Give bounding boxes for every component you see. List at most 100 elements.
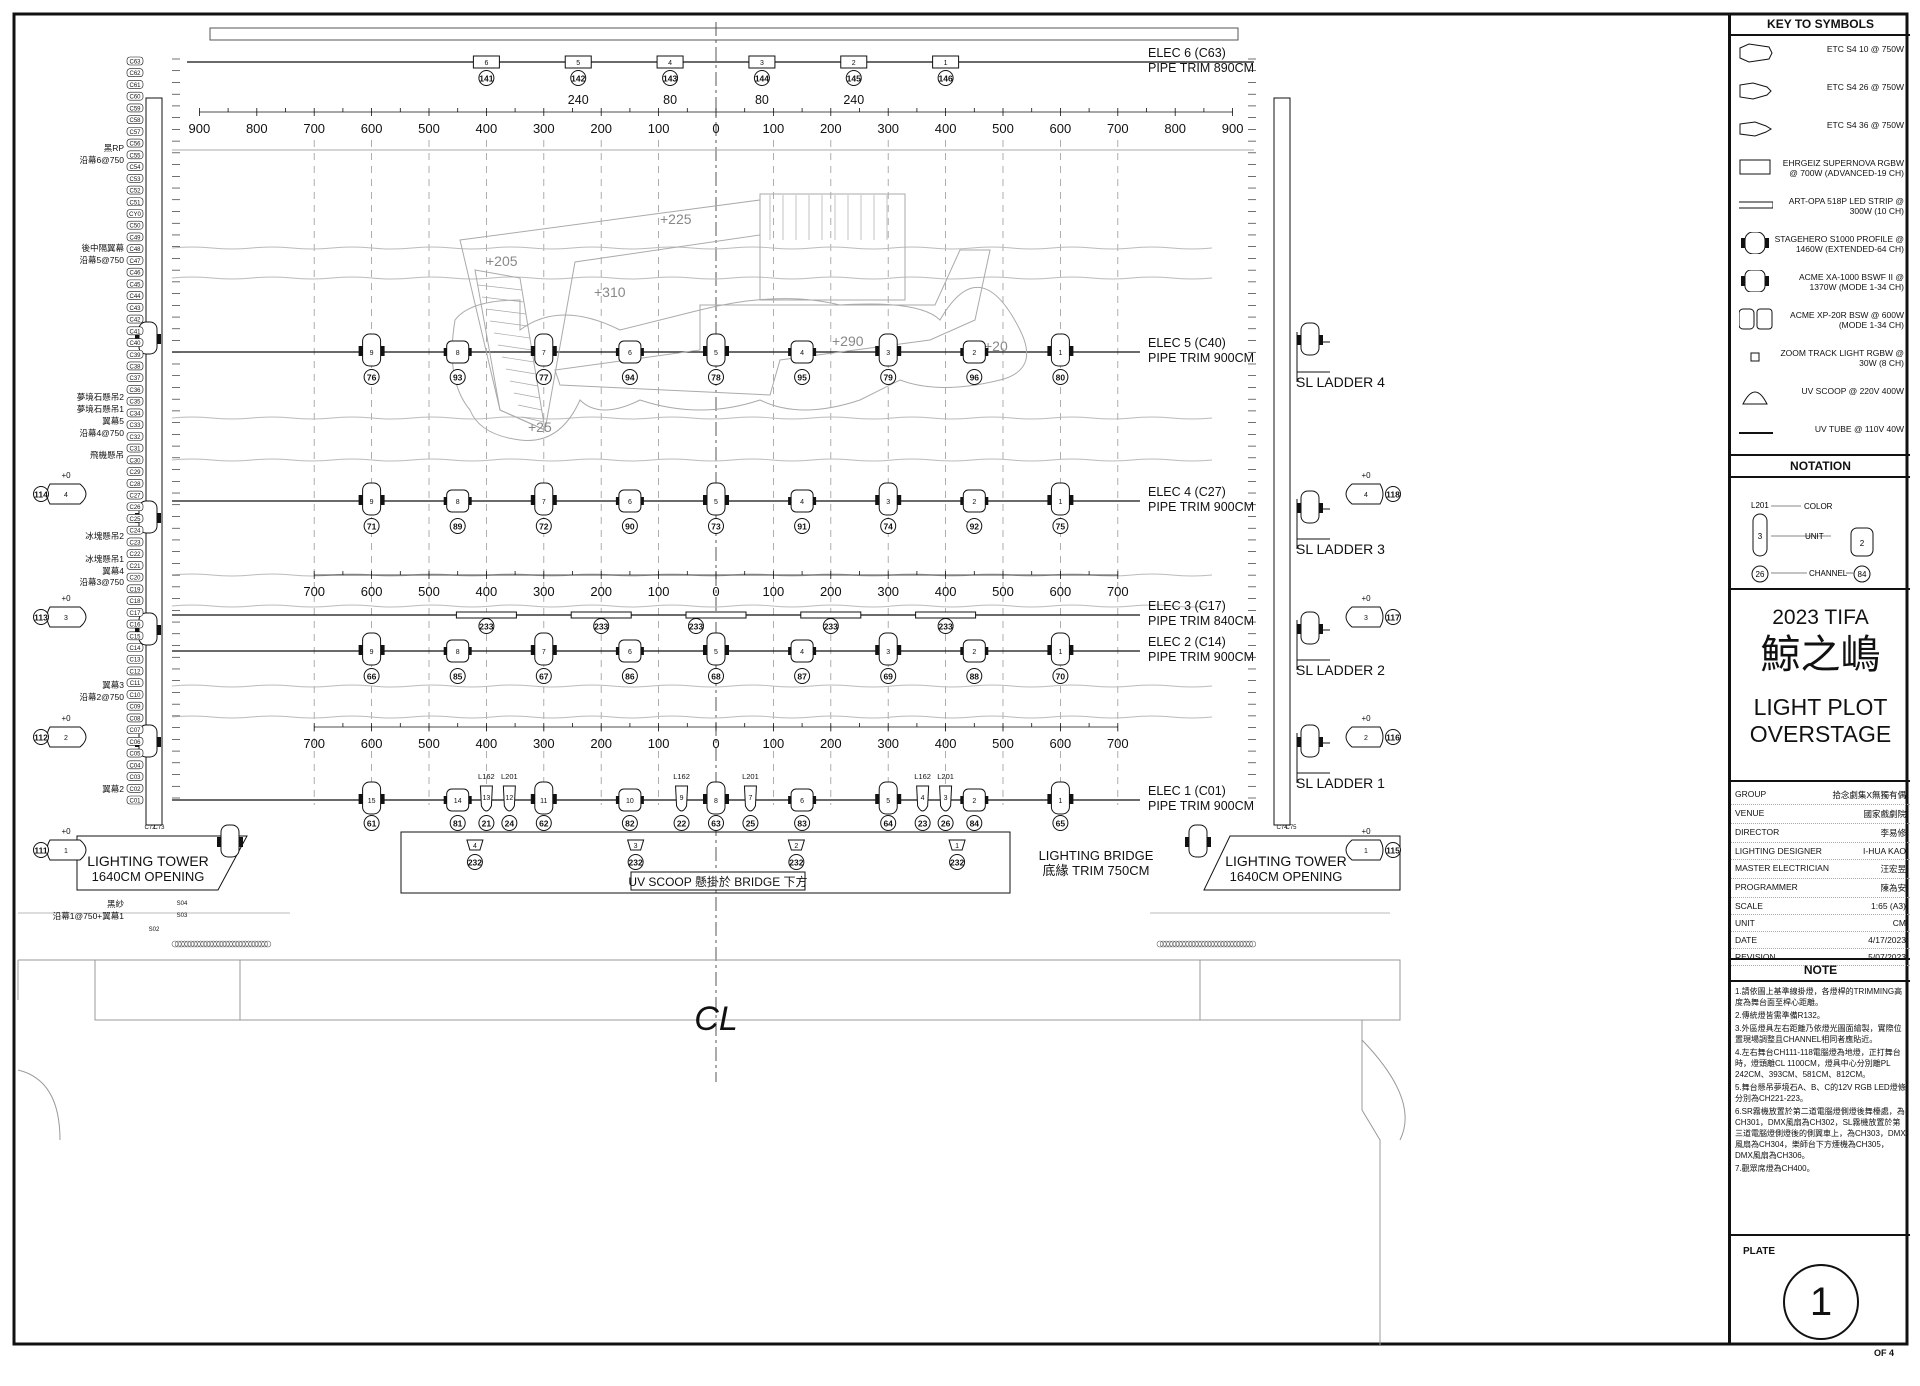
cable-coil xyxy=(1195,940,1202,948)
cable-coil xyxy=(226,940,233,948)
circuit-label: C06 xyxy=(129,740,141,746)
left-rig-label: 冰塊懸吊2 xyxy=(85,531,124,541)
led-par xyxy=(656,55,684,69)
channel-number: 87 xyxy=(797,672,807,682)
gel-color: L162 xyxy=(914,772,931,781)
channel-number: 144 xyxy=(755,74,769,84)
pipe-trim: PIPE TRIM 900CM xyxy=(1148,650,1254,664)
circuit-tag xyxy=(126,572,144,582)
credit-key: MASTER ELECTRICIAN xyxy=(1735,863,1829,873)
yoke xyxy=(239,837,243,847)
channel-circle xyxy=(1385,729,1401,745)
yoke xyxy=(1297,335,1301,345)
stair-tread xyxy=(485,308,527,315)
cable-coil xyxy=(245,940,252,948)
yoke xyxy=(897,794,902,804)
scale-full-label: 600 xyxy=(361,121,383,136)
yoke xyxy=(443,348,447,356)
channel-circle xyxy=(742,815,759,831)
unit-number: 8 xyxy=(714,798,718,805)
yoke xyxy=(530,346,535,356)
floor-mover-right xyxy=(1345,483,1384,505)
scale-short-label: 600 xyxy=(1050,584,1072,599)
gel-color: L201 xyxy=(742,772,759,781)
unit-number: 6 xyxy=(628,649,632,656)
channel-circle xyxy=(880,518,897,534)
yoke xyxy=(703,794,707,804)
scale-short-label: 400 xyxy=(476,736,498,751)
stair-tread xyxy=(493,332,531,339)
floor-trim: +0 xyxy=(61,471,71,480)
left-rig-label: 夢境石懸吊1 xyxy=(77,404,125,414)
circuit-tag xyxy=(126,654,144,664)
cable-coil xyxy=(251,940,259,948)
cable-coil xyxy=(232,940,240,948)
light-plot-drawing: +225+205+310+290+20+25 61415142414331442… xyxy=(12,12,1909,1346)
circuit-tag xyxy=(126,478,144,488)
circuit-label: C42 xyxy=(129,318,141,324)
scale-short-label: 100 xyxy=(763,736,785,751)
cable-coil xyxy=(190,940,198,948)
channel-circle xyxy=(937,618,954,634)
moving-head-body xyxy=(220,824,240,858)
scale-short-label: 500 xyxy=(418,736,440,751)
circuit-tag xyxy=(126,537,144,547)
yoke xyxy=(1207,837,1211,847)
credit-key: SCALE xyxy=(1735,901,1763,911)
cable-coil xyxy=(219,940,227,948)
pipe-trim: PIPE TRIM 840CM xyxy=(1148,614,1254,628)
unit-number: 8 xyxy=(456,350,460,357)
elec6-distance: 80 xyxy=(663,93,677,107)
unit-number: 6 xyxy=(628,499,632,506)
channel-circle xyxy=(794,668,811,684)
yoke xyxy=(703,495,707,505)
yoke xyxy=(380,346,385,356)
channel-circle xyxy=(949,854,966,870)
cable-coil xyxy=(178,940,185,948)
circuit-label: C55 xyxy=(129,153,141,159)
scale-short-label: 700 xyxy=(1107,584,1129,599)
credit-key: UNIT xyxy=(1735,918,1755,928)
border-curtain xyxy=(171,604,1213,608)
moving-head-body xyxy=(1300,322,1320,356)
stair-tread xyxy=(477,284,523,291)
gel-color: L201 xyxy=(937,772,954,781)
channel-circle xyxy=(363,518,380,534)
symbol-entry: UV SCOOP @ 220V 400W xyxy=(1731,378,1910,416)
unit-number: 9 xyxy=(370,649,374,656)
unit-number: 5 xyxy=(714,350,718,357)
credit-value: 陳為安 xyxy=(1880,883,1906,893)
channel-circle xyxy=(708,668,724,684)
cable-coil xyxy=(210,940,217,948)
yoke xyxy=(552,794,557,804)
circuit-tag xyxy=(126,174,144,183)
symbol-entry: ART-OPA 518P LED STRIP @ 300W (10 CH) xyxy=(1731,188,1910,226)
stair-tread xyxy=(509,380,539,387)
circuit-tag xyxy=(126,256,144,265)
gel-color: L201 xyxy=(501,772,518,781)
circuit-tag xyxy=(126,619,144,629)
circuit-label: C20 xyxy=(129,576,141,582)
channel-number: 88 xyxy=(970,672,980,682)
left-rig-label: 沿幕1@750+翼幕1 xyxy=(53,911,125,921)
cable-coil xyxy=(203,940,211,948)
cable-coil xyxy=(1214,940,1221,948)
ellipsoidal-body xyxy=(502,785,516,812)
channel-circle xyxy=(708,518,724,534)
circuit-tag xyxy=(126,385,144,394)
channel-number: 233 xyxy=(689,622,703,632)
yoke xyxy=(358,794,363,804)
yoke xyxy=(468,348,472,356)
yoke xyxy=(380,495,385,505)
ladder-label: SL LADDER 4 xyxy=(1296,374,1385,390)
left-rig-label: 翼幕4 xyxy=(102,566,124,576)
channel-number: 85 xyxy=(453,672,463,682)
channel-circle xyxy=(570,70,587,86)
set-piece-stair xyxy=(474,269,546,431)
circuit-tag xyxy=(126,467,144,476)
cable-coil xyxy=(206,940,214,948)
channel-circle xyxy=(794,369,811,385)
cable-coil xyxy=(1172,940,1180,948)
cable-coil xyxy=(213,940,220,948)
